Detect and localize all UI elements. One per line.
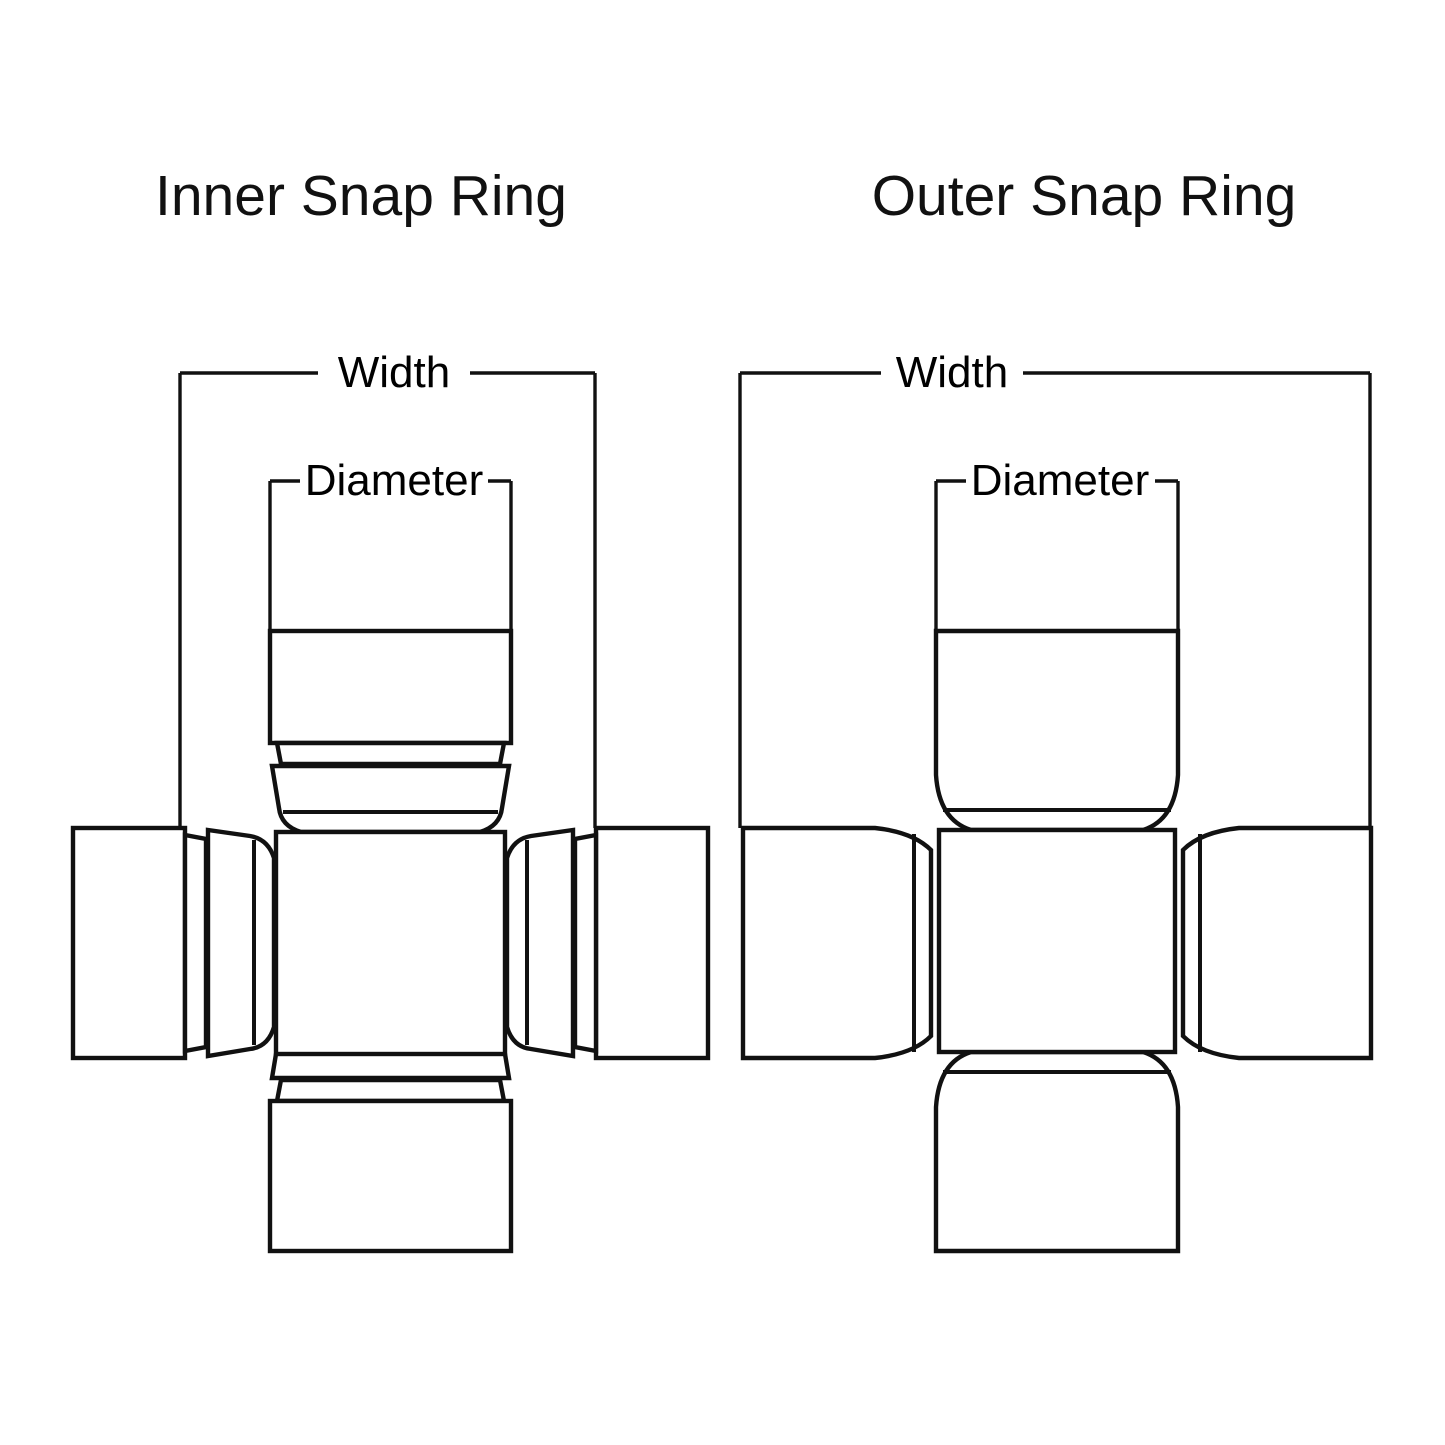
left-bearing-cap-assembly: [70, 825, 277, 1061]
label-width-inner: Width: [337, 348, 451, 397]
left-bearing-cap-assembly: [740, 825, 934, 1061]
inner-snap-ring-drawing: [70, 371, 711, 1254]
label-diameter-inner: Diameter: [304, 456, 484, 505]
diameter-dimension-bracket: [268, 479, 513, 632]
panel-outer-snap-ring: Outer Snap Ring: [723, 0, 1445, 1445]
label-width-outer: Width: [895, 348, 1009, 397]
panel-inner-snap-ring: Inner Snap Ring: [0, 0, 722, 1445]
cross-center-body: [936, 827, 1178, 1055]
panel-title-outer-snap-ring: Outer Snap Ring: [871, 164, 1297, 228]
right-bearing-cap-assembly: [1180, 825, 1374, 1061]
width-dimension-bracket: [178, 371, 597, 828]
diameter-dimension-bracket: [934, 479, 1180, 632]
cross-center-body: [273, 829, 508, 1057]
top-bearing-cap-assembly: [267, 628, 514, 835]
panel-title-inner-snap-ring: Inner Snap Ring: [155, 164, 567, 228]
label-diameter-outer: Diameter: [970, 456, 1150, 505]
outer-snap-ring-drawing: [738, 371, 1374, 1254]
top-bearing-cap-assembly: [933, 628, 1181, 833]
bottom-bearing-cap-assembly: [933, 1049, 1181, 1254]
right-bearing-cap-assembly: [504, 825, 711, 1061]
width-dimension-bracket: [738, 371, 1372, 828]
